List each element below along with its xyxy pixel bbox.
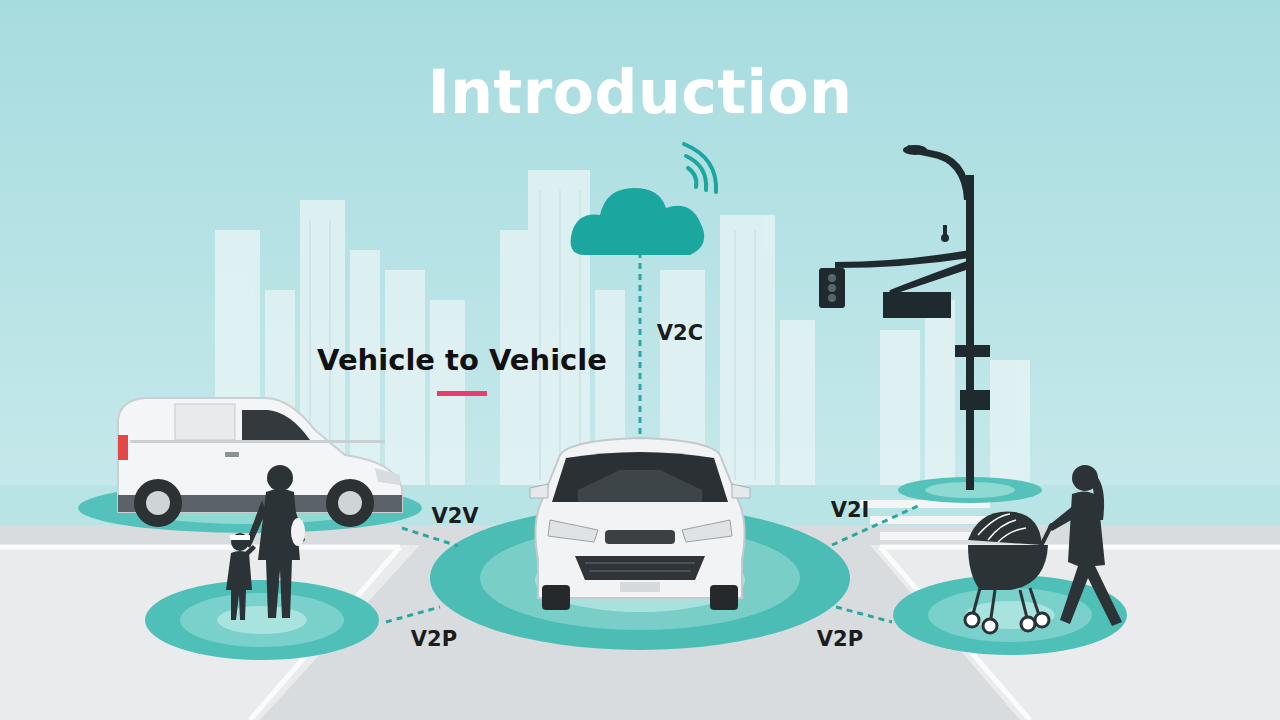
link-tag: V2P bbox=[411, 627, 457, 651]
slide-title: Introduction bbox=[428, 57, 853, 127]
link-tag: V2C bbox=[657, 321, 703, 345]
link-tag: V2I bbox=[831, 498, 870, 522]
link-tag: V2P bbox=[817, 627, 863, 651]
link-tag: V2V bbox=[431, 504, 478, 528]
section-heading: Vehicle to Vehicle bbox=[317, 343, 607, 377]
